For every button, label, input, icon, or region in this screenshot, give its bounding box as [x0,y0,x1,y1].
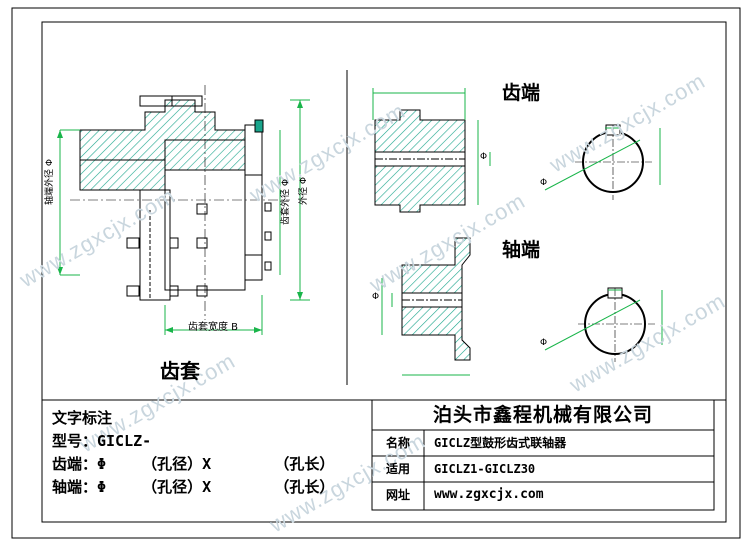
hub-od-label: 轴端外径 Φ [45,159,55,205]
company-name: 泊头市鑫程机械有限公司 [432,404,653,426]
title-row-name: 名称 GICLZ型鼓形齿式联轴器 [372,430,714,456]
title-row-key: 名称 [385,436,410,450]
title-row-website: 网址 www.zgxcjx.com [372,482,714,508]
title-block-frame [371,399,715,511]
title-block: 泊头市鑫程机械有限公司 名称 GICLZ型鼓形齿式联轴器 适用 GICLZ1-G… [372,400,714,510]
website-link[interactable]: www.zgxcjx.com [434,487,544,502]
inner-border [41,21,727,523]
notes-heading: 文字标注 [52,409,113,427]
shaft-bore-phi: Φ [372,292,380,302]
shaft-hole-phi: Φ [540,338,548,348]
notes-gear-end: 齿端：Φ （孔径）X （孔长） [52,455,335,473]
title-row-key: 适用 [385,462,410,476]
notes-shaft-end: 轴端：Φ （孔径）X （孔长） [52,478,335,496]
outer-border [11,7,741,539]
title-row-value: GICLZ型鼓形齿式联轴器 [434,436,567,450]
gear-od-label: 齿套外径 Φ [281,179,291,225]
width-dimension-label: 齿套宽度 B [188,322,239,333]
shaft-end-view [381,237,663,376]
od-label: 外径 Φ [299,177,309,205]
title-row-key: 网址 [385,488,410,502]
gear-end-label: 齿端 [502,82,541,104]
gear-hole-phi: Φ [540,178,548,188]
gear-bore-phi: Φ [480,152,488,162]
notes-model: 型号：GICLZ- [52,432,152,450]
title-row-applicable: 适用 GICLZ1-GICLZ30 [372,456,714,482]
annotation-notes: 文字标注 型号：GICLZ- 齿端：Φ （孔径）X （孔长） 轴端：Φ （孔径）… [52,407,334,499]
sleeve-label: 齿套 [160,359,200,383]
shaft-end-label: 轴端 [502,239,541,261]
gear-end-view [372,88,661,213]
sleeve-assembly-view [57,85,310,335]
title-row-value: GICLZ1-GICLZ30 [434,462,536,476]
